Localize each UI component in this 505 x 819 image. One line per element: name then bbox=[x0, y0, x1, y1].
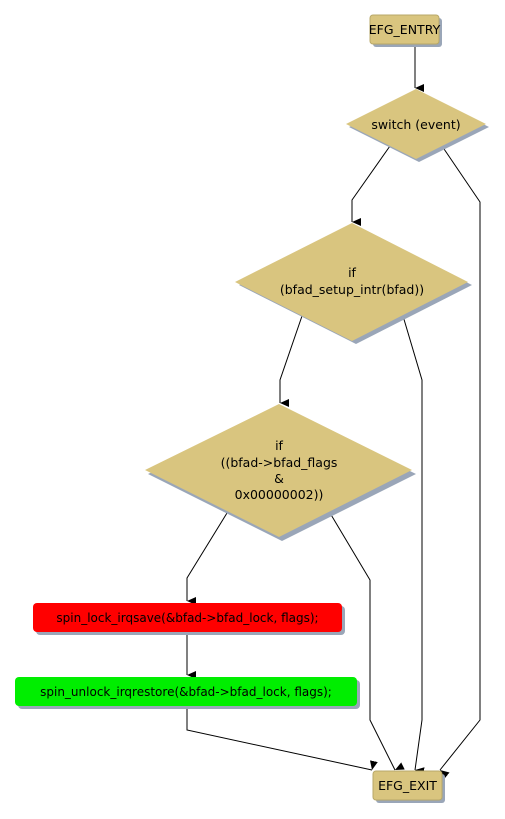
unlock-statement-box bbox=[15, 677, 357, 706]
entry-node: EFG_ENTRY bbox=[369, 14, 442, 47]
if-flags-line-2: ((bfad->bfad_flags bbox=[221, 455, 338, 470]
edge-if-flags-to-lock bbox=[186, 512, 228, 605]
if-setup-line-1: if bbox=[348, 265, 356, 280]
edge-switch-to-if-setup bbox=[351, 145, 391, 226]
lock-statement: spin_lock_irqsave(&bfad->bfad_lock, flag… bbox=[33, 603, 345, 635]
edge-if-flags-to-exit bbox=[329, 512, 405, 771]
unlock-statement-label: spin_unlock_irqrestore(&bfad->bfad_lock,… bbox=[40, 685, 332, 699]
edge-unlock-to-exit bbox=[186, 706, 378, 771]
switch-decision-label: switch (event) bbox=[371, 117, 460, 132]
if-flags-line-1: if bbox=[275, 438, 283, 453]
lock-statement-box bbox=[33, 603, 342, 632]
entry-node-label: EFG_ENTRY bbox=[369, 22, 441, 37]
exit-node-box bbox=[372, 770, 443, 801]
edge-if-setup-to-exit bbox=[402, 315, 425, 776]
if-setup-decision-shape bbox=[235, 223, 468, 341]
edges bbox=[186, 45, 481, 779]
if-flags-decision: if ((bfad->bfad_flags & 0x00000002)) bbox=[145, 404, 416, 541]
if-flags-line-3: & bbox=[274, 471, 284, 486]
switch-decision-shape bbox=[346, 89, 486, 159]
switch-decision: switch (event) bbox=[346, 89, 489, 162]
edge-if-setup-to-if-flags bbox=[279, 315, 303, 407]
lock-statement-label: spin_lock_irqsave(&bfad->bfad_lock, flag… bbox=[56, 611, 318, 625]
unlock-statement: spin_unlock_irqrestore(&bfad->bfad_lock,… bbox=[15, 677, 360, 709]
entry-node-box bbox=[369, 14, 440, 45]
exit-node: EFG_EXIT bbox=[372, 770, 445, 803]
exit-node-label: EFG_EXIT bbox=[378, 778, 437, 793]
if-flags-line-4: 0x00000002)) bbox=[235, 487, 324, 502]
if-setup-decision: if (bfad_setup_intr(bfad)) bbox=[235, 223, 472, 344]
if-setup-line-2: (bfad_setup_intr(bfad)) bbox=[280, 282, 424, 297]
if-flags-decision-shape bbox=[145, 404, 412, 537]
edge-switch-to-exit bbox=[439, 145, 481, 779]
